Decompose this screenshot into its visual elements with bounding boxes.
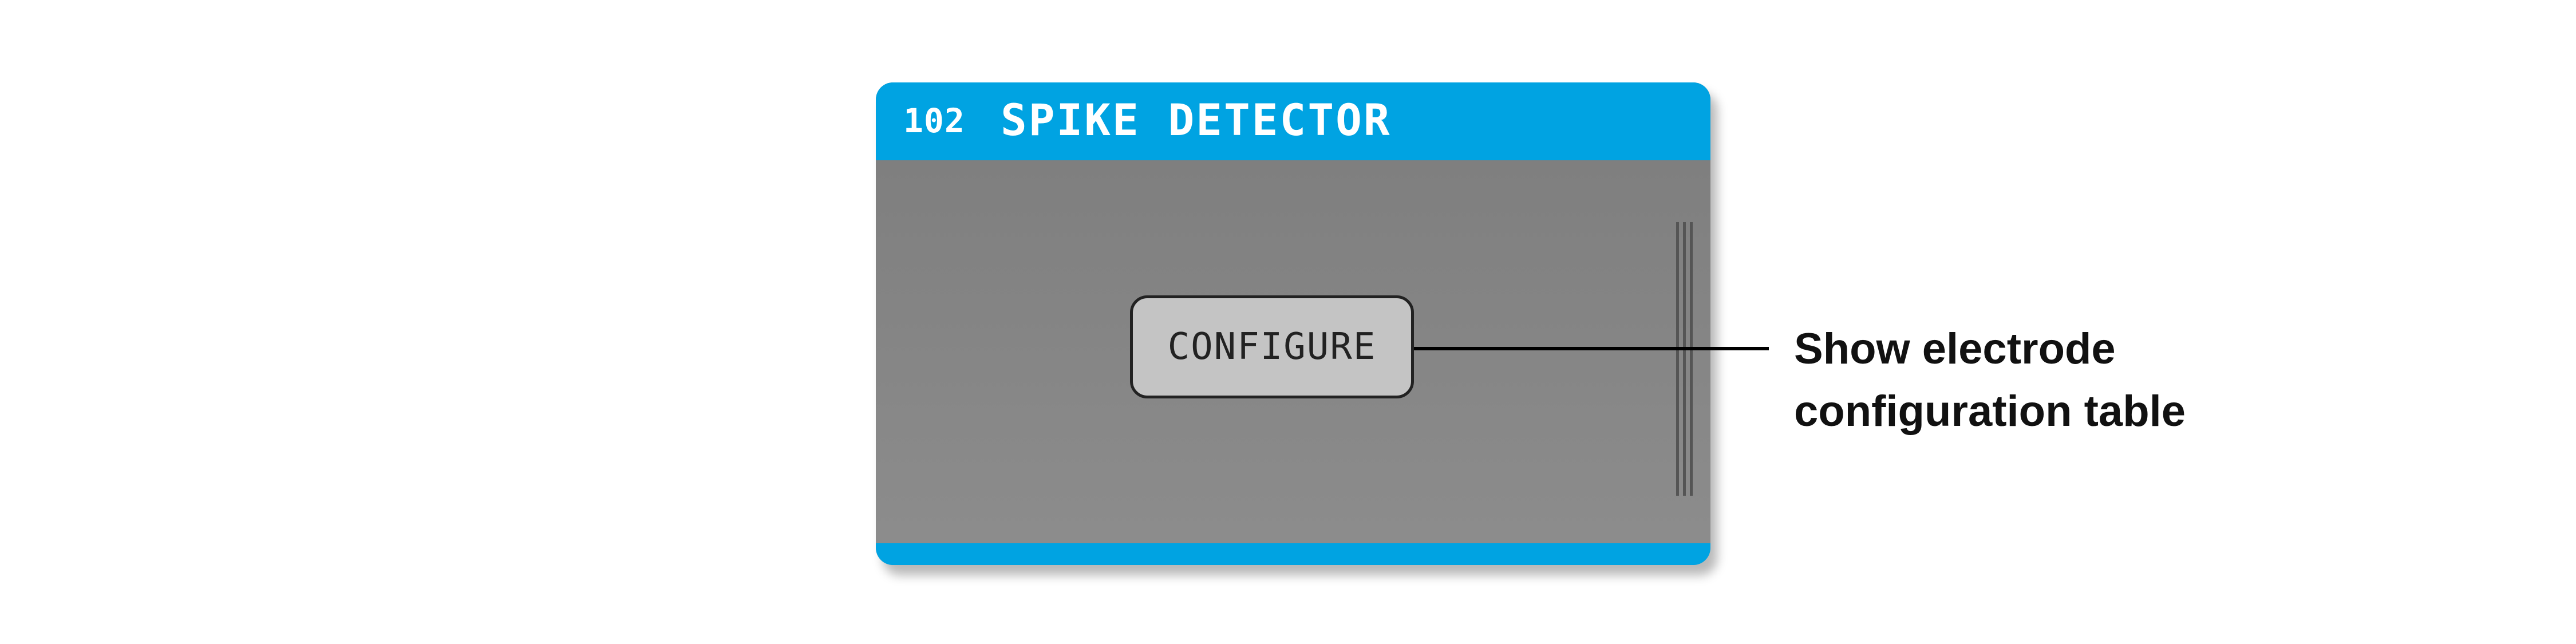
configure-button[interactable]: CONFIGURE	[1130, 295, 1414, 398]
node-id: 102	[903, 101, 965, 140]
callout-annotation: Show electrode configuration table	[1794, 318, 2309, 442]
callout-line-2: configuration table	[1794, 387, 2186, 436]
resize-handle[interactable]	[1676, 222, 1693, 496]
node-footer	[876, 543, 1710, 565]
callout-line-1: Show electrode	[1794, 325, 2116, 373]
spike-detector-node: 102 SPIKE DETECTOR CONFIGURE	[876, 82, 1710, 565]
node-title: SPIKE DETECTOR	[1001, 94, 1392, 145]
handle-line	[1676, 222, 1679, 496]
handle-line	[1690, 222, 1693, 496]
handle-line	[1683, 222, 1686, 496]
callout-line	[1414, 347, 1769, 350]
node-header[interactable]: 102 SPIKE DETECTOR	[876, 82, 1710, 160]
